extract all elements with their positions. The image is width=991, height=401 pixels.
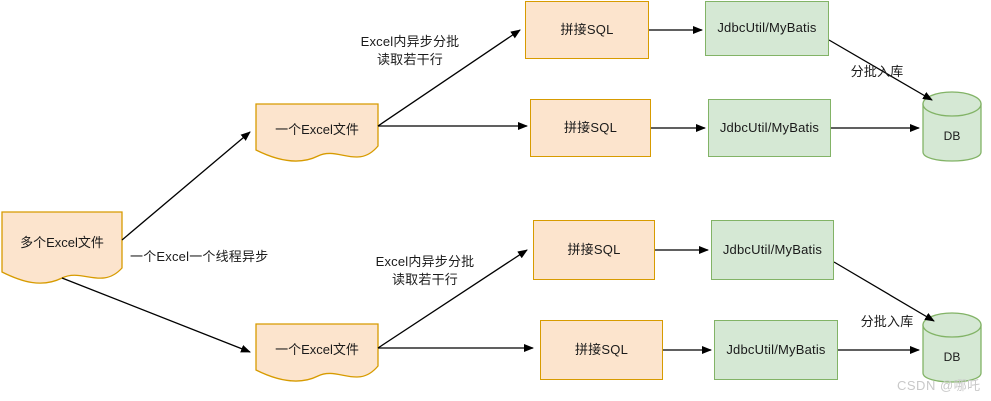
excel-doc-bottom-shape (255, 323, 379, 382)
edge-excel-bottom-to-sql-r3 (377, 249, 528, 349)
watermark: CSDN @哪吒 (897, 378, 981, 393)
jdbc-box-row1[interactable]: JdbcUtil/MyBatis (705, 1, 829, 56)
sql-box-row3[interactable]: 拼接SQL (533, 220, 655, 280)
sql-box-row3-label: 拼接SQL (567, 241, 621, 257)
sql-box-row4-label: 拼接SQL (574, 341, 628, 357)
jdbc-box-row4[interactable]: JdbcUtil/MyBatis (714, 320, 838, 380)
db-bottom-node[interactable]: DB (923, 313, 981, 385)
db-bottom-shape (922, 312, 982, 383)
jdbc-box-row3-label: JdbcUtil/MyBatis (722, 241, 823, 257)
edge-jdbc-r1-to-db-top (828, 39, 933, 101)
edge-label-batch-insert-bottom: 分批入库 (860, 314, 914, 329)
edge-label-batch-read-top: Excel内异步分批 读取若干行 (360, 34, 460, 67)
sql-box-row2-label: 拼接SQL (563, 119, 617, 135)
excel-doc-top-shape (255, 103, 379, 162)
jdbc-box-row2-label: JdbcUtil/MyBatis (719, 119, 820, 135)
edge-jdbc-r3-to-db-bottom (833, 261, 935, 322)
jdbc-box-row1-label: JdbcUtil/MyBatis (717, 20, 817, 36)
edge-excel-top-to-sql-r1 (377, 29, 521, 127)
db-top-shape (922, 91, 982, 162)
edge-label-thread-async: 一个Excel一个线程异步 (130, 249, 269, 264)
jdbc-box-row3[interactable]: JdbcUtil/MyBatis (711, 220, 834, 280)
edge-label-batch-read-bottom: Excel内异步分批 读取若干行 (375, 254, 475, 287)
edge-source-to-excel-bottom (61, 277, 251, 353)
db-bottom-label: DB (943, 350, 961, 364)
edge-label-batch-insert-top: 分批入库 (850, 64, 904, 79)
sql-box-row4[interactable]: 拼接SQL (540, 320, 663, 380)
edge-source-to-excel-top (121, 131, 251, 241)
jdbc-box-row2[interactable]: JdbcUtil/MyBatis (708, 99, 831, 157)
source-doc-shape (1, 211, 123, 284)
sql-box-row1[interactable]: 拼接SQL (525, 1, 649, 59)
jdbc-box-row4-label: JdbcUtil/MyBatis (726, 341, 826, 357)
sql-box-row1-label: 拼接SQL (560, 21, 614, 37)
sql-box-row2[interactable]: 拼接SQL (530, 99, 651, 157)
db-top-node[interactable]: DB (923, 92, 981, 164)
db-top-label: DB (943, 129, 961, 143)
